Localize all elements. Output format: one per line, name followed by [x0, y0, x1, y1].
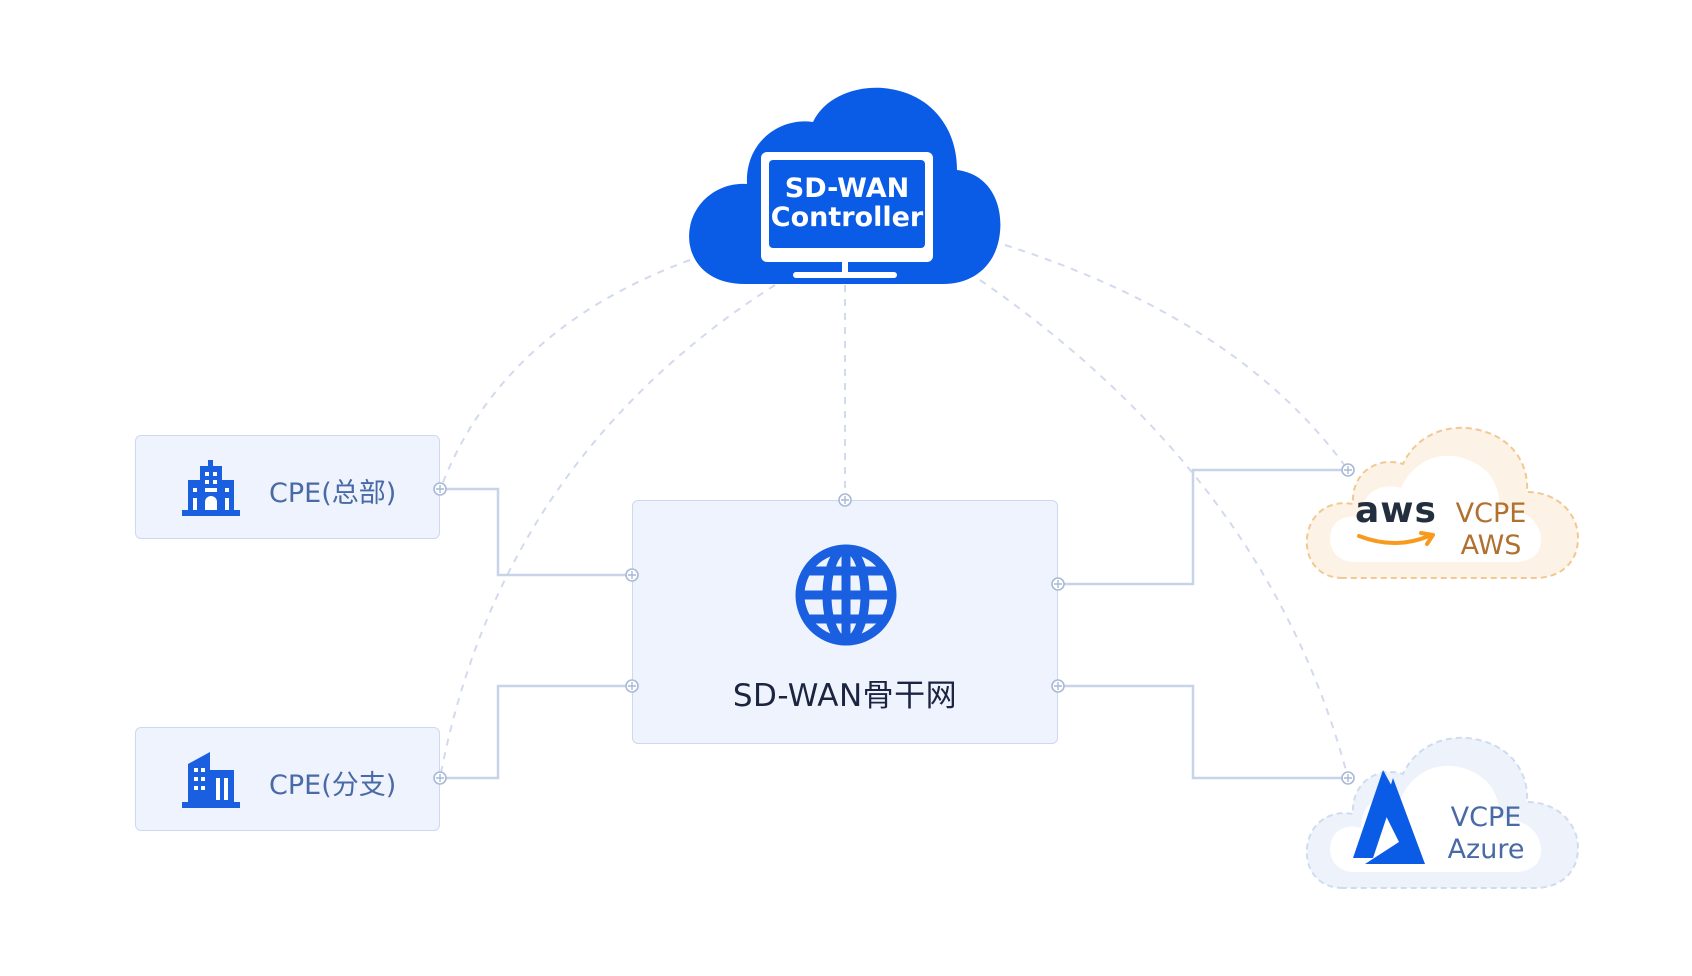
vcpe-aws-label-line2: AWS — [1460, 530, 1522, 561]
link-backbone-aws — [1058, 468, 1348, 586]
aws-logo-text: aws — [1355, 490, 1437, 531]
vcpe-azure-label: VCPE Azure — [1441, 802, 1531, 866]
link-cpe-hq-backbone — [440, 487, 632, 577]
backbone-label: SD-WAN骨干网 — [732, 678, 958, 714]
link-backbone-azure — [1058, 684, 1348, 780]
azure-logo-icon — [1353, 770, 1425, 864]
dashed-link-controller-aws — [1004, 244, 1349, 471]
vcpe-azure-node: VCPE Azure — [1303, 730, 1583, 892]
cpe-branch-node: CPE(分支) — [135, 727, 440, 831]
sd-wan-backbone-node: SD-WAN骨干网 — [632, 500, 1058, 744]
cpe-hq-node: CPE(总部) — [135, 435, 440, 539]
controller-label: SD-WAN Controller — [769, 174, 925, 232]
controller-cloud-icon — [689, 87, 1001, 284]
building-branch-icon — [182, 752, 240, 808]
aws-logo: aws — [1355, 490, 1441, 554]
cpe-hq-label: CPE(总部) — [269, 478, 397, 509]
dashed-link-controller-azure — [979, 279, 1349, 779]
vcpe-aws-node: aws VCPE AWS — [1303, 420, 1583, 582]
globe-icon — [795, 544, 897, 646]
dashed-link-controller-cpe-branch — [439, 284, 776, 779]
building-hq-icon — [182, 460, 240, 516]
controller-label-line2: Controller — [770, 202, 924, 233]
controller-label-line1: SD-WAN — [784, 173, 910, 204]
sd-wan-controller: SD-WAN Controller — [685, 82, 1005, 287]
vcpe-aws-label: VCPE AWS — [1451, 498, 1531, 562]
cpe-branch-label: CPE(分支) — [269, 770, 397, 801]
aws-cloud-outline — [1305, 426, 1580, 579]
vcpe-azure-label-line2: Azure — [1447, 834, 1525, 865]
vcpe-azure-label-line1: VCPE — [1450, 802, 1522, 833]
link-cpe-branch-backbone — [440, 684, 632, 780]
aws-smile-icon — [1357, 531, 1435, 546]
azure-cloud-outline — [1305, 736, 1580, 889]
dashed-link-controller-cpe-hq — [439, 259, 691, 491]
vcpe-aws-label-line1: VCPE — [1455, 498, 1527, 529]
